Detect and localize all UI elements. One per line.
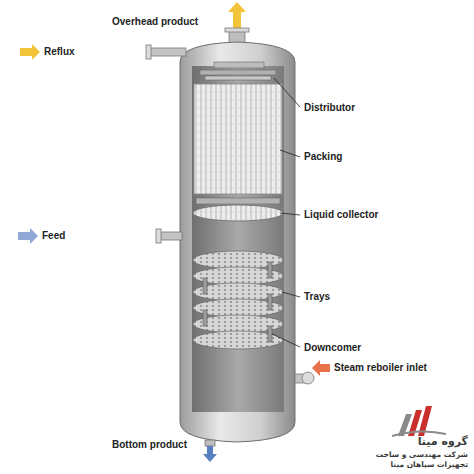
part-label: Packing <box>304 151 342 163</box>
part-label: Steam reboiler inlet <box>334 362 434 374</box>
logo-text: تجهیزات سپاهان مینا <box>348 461 468 470</box>
part-label: Trays <box>304 291 330 303</box>
part-label: Liquid collector <box>304 209 378 221</box>
part-label: Feed <box>42 230 65 242</box>
logo-text: شرکت مهندسی و ساخت <box>348 451 468 460</box>
part-label: Overhead product <box>112 16 198 28</box>
part-label: Bottom product <box>112 439 187 451</box>
part-label: Reflux <box>44 46 75 58</box>
part-label: Downcomer <box>304 342 361 354</box>
logo-text: گروه مینا <box>380 436 468 449</box>
part-label: Distributor <box>304 102 355 114</box>
